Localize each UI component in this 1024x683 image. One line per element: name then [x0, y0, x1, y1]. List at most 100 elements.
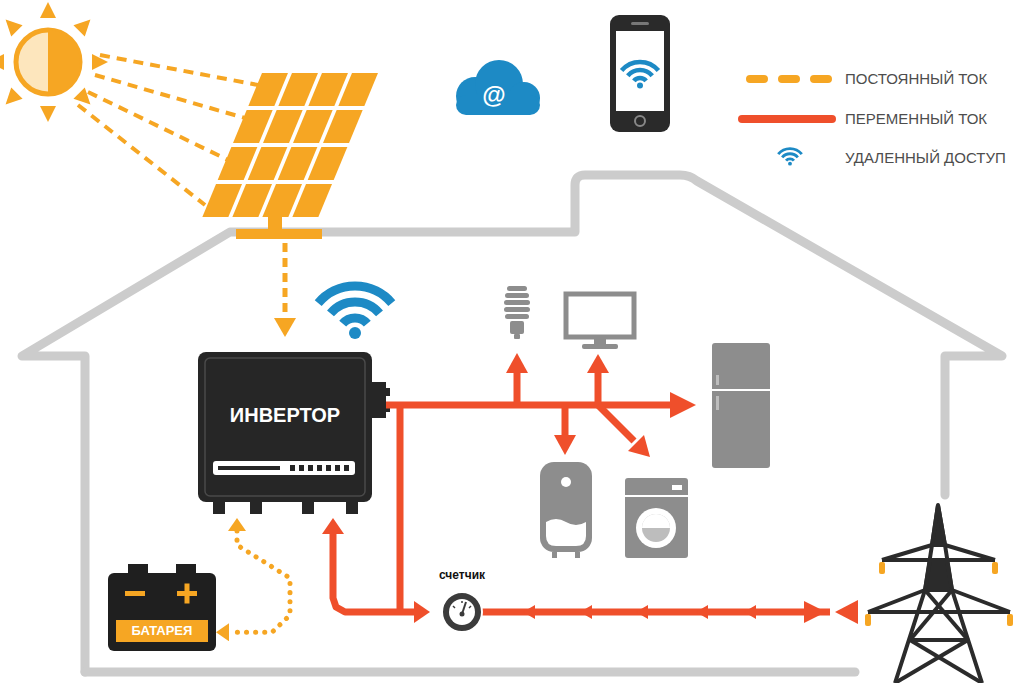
inverter-slot [218, 466, 280, 470]
phone-screen [616, 31, 664, 111]
dc-arrow-head [274, 318, 296, 337]
sun-ray [73, 14, 96, 37]
dc-legend-sample [750, 75, 828, 83]
arrow-head [670, 392, 696, 418]
tv-stand [582, 344, 618, 349]
inverter-slot [308, 465, 313, 471]
inverter-display [213, 461, 355, 475]
tower-brace [910, 638, 968, 642]
ac-wire [598, 405, 634, 441]
inverter-slot [326, 465, 331, 471]
light-ray [95, 75, 245, 118]
panel-stand [268, 216, 282, 230]
panel-mount [236, 229, 322, 239]
meter-tick [461, 601, 463, 603]
bulb-coil [504, 307, 530, 312]
wifi-icon [622, 62, 659, 89]
cloud-symbol: @ [470, 80, 518, 110]
washer-knob [672, 485, 682, 490]
meter-dial [442, 592, 482, 632]
inverter-slots [218, 465, 349, 471]
meter-label: счетчик [430, 568, 494, 582]
house-floor [85, 668, 855, 677]
tower-arm-brace [882, 545, 995, 560]
washer-panel [625, 495, 688, 497]
inverter-case [198, 352, 372, 502]
arrow-head [804, 601, 826, 623]
washer-door [636, 508, 676, 548]
fridge-handle [716, 375, 719, 385]
cloud-icon [456, 60, 540, 115]
bulb-coil [505, 293, 529, 298]
ac-wire [562, 405, 569, 436]
arrow-head [506, 353, 528, 373]
arrow-head [835, 600, 858, 624]
wifi-icon [318, 286, 392, 339]
sun-ray [73, 87, 96, 110]
ac-wire [397, 405, 404, 612]
phone-speaker [631, 22, 649, 25]
insulator [1007, 614, 1013, 626]
sun-ray [0, 54, 4, 70]
arrow-head [554, 435, 576, 455]
light-rays [78, 55, 258, 205]
heater-body [540, 462, 592, 552]
inverter-rim [205, 358, 365, 496]
inverter-body [198, 352, 390, 514]
legend-entry: УДАЛЕННЫЙ ДОСТУП [845, 148, 1006, 168]
washer-icon [625, 478, 688, 558]
sun-ray [0, 87, 23, 110]
inverter-slot [317, 465, 322, 471]
panel-cell [323, 110, 363, 143]
phone-button [635, 116, 645, 126]
fridge-icon [712, 343, 770, 468]
inverter-slot [290, 465, 295, 471]
inverter-slot [344, 465, 349, 471]
heater-gauge [561, 477, 571, 487]
light-ray [100, 55, 258, 85]
panel-cell [338, 73, 378, 106]
flow-marker [696, 605, 708, 619]
solar-panel [202, 73, 378, 217]
plus-sign [185, 584, 190, 604]
inverter-connector [372, 382, 386, 418]
meter-box: счетчик [430, 568, 494, 632]
inverter-slot [299, 465, 304, 471]
legend-label: УДАЛЕННЫЙ ДОСТУП [845, 148, 1006, 168]
power-tower [868, 505, 1010, 683]
ac-wire [386, 402, 672, 409]
ac-wire [595, 372, 602, 405]
sun-icon [0, 2, 108, 122]
tower-brace [910, 590, 952, 640]
meter-tick [469, 606, 471, 608]
heater-pipe [575, 552, 580, 558]
flow-marker [523, 605, 535, 619]
bulb-coil [507, 286, 527, 291]
dc-wire [283, 243, 288, 318]
battery-case [108, 573, 216, 651]
ac-arrow-heads [506, 353, 858, 624]
tower-core [925, 560, 952, 590]
tower-arm [868, 610, 1010, 614]
washer-drum-top [642, 514, 670, 528]
tv-icon [566, 294, 634, 349]
sun-ray [40, 106, 56, 122]
washer-body [625, 478, 688, 558]
water-heater-icon [540, 462, 592, 558]
flow-marker [744, 605, 756, 619]
meter-tick [453, 606, 455, 608]
bulb-coil [504, 300, 530, 305]
wifi-legend-sample [778, 149, 802, 166]
insulator [865, 614, 871, 626]
tower-insulators [865, 562, 1013, 626]
inverter-slot [335, 465, 340, 471]
legend-label: ПЕРЕМЕННЫЙ ТОК [845, 109, 987, 129]
ac-connector [333, 534, 414, 612]
panel-cell [308, 147, 348, 180]
fridge-seam [712, 389, 770, 391]
arrow-head [587, 354, 609, 373]
ac-wire [514, 372, 521, 405]
